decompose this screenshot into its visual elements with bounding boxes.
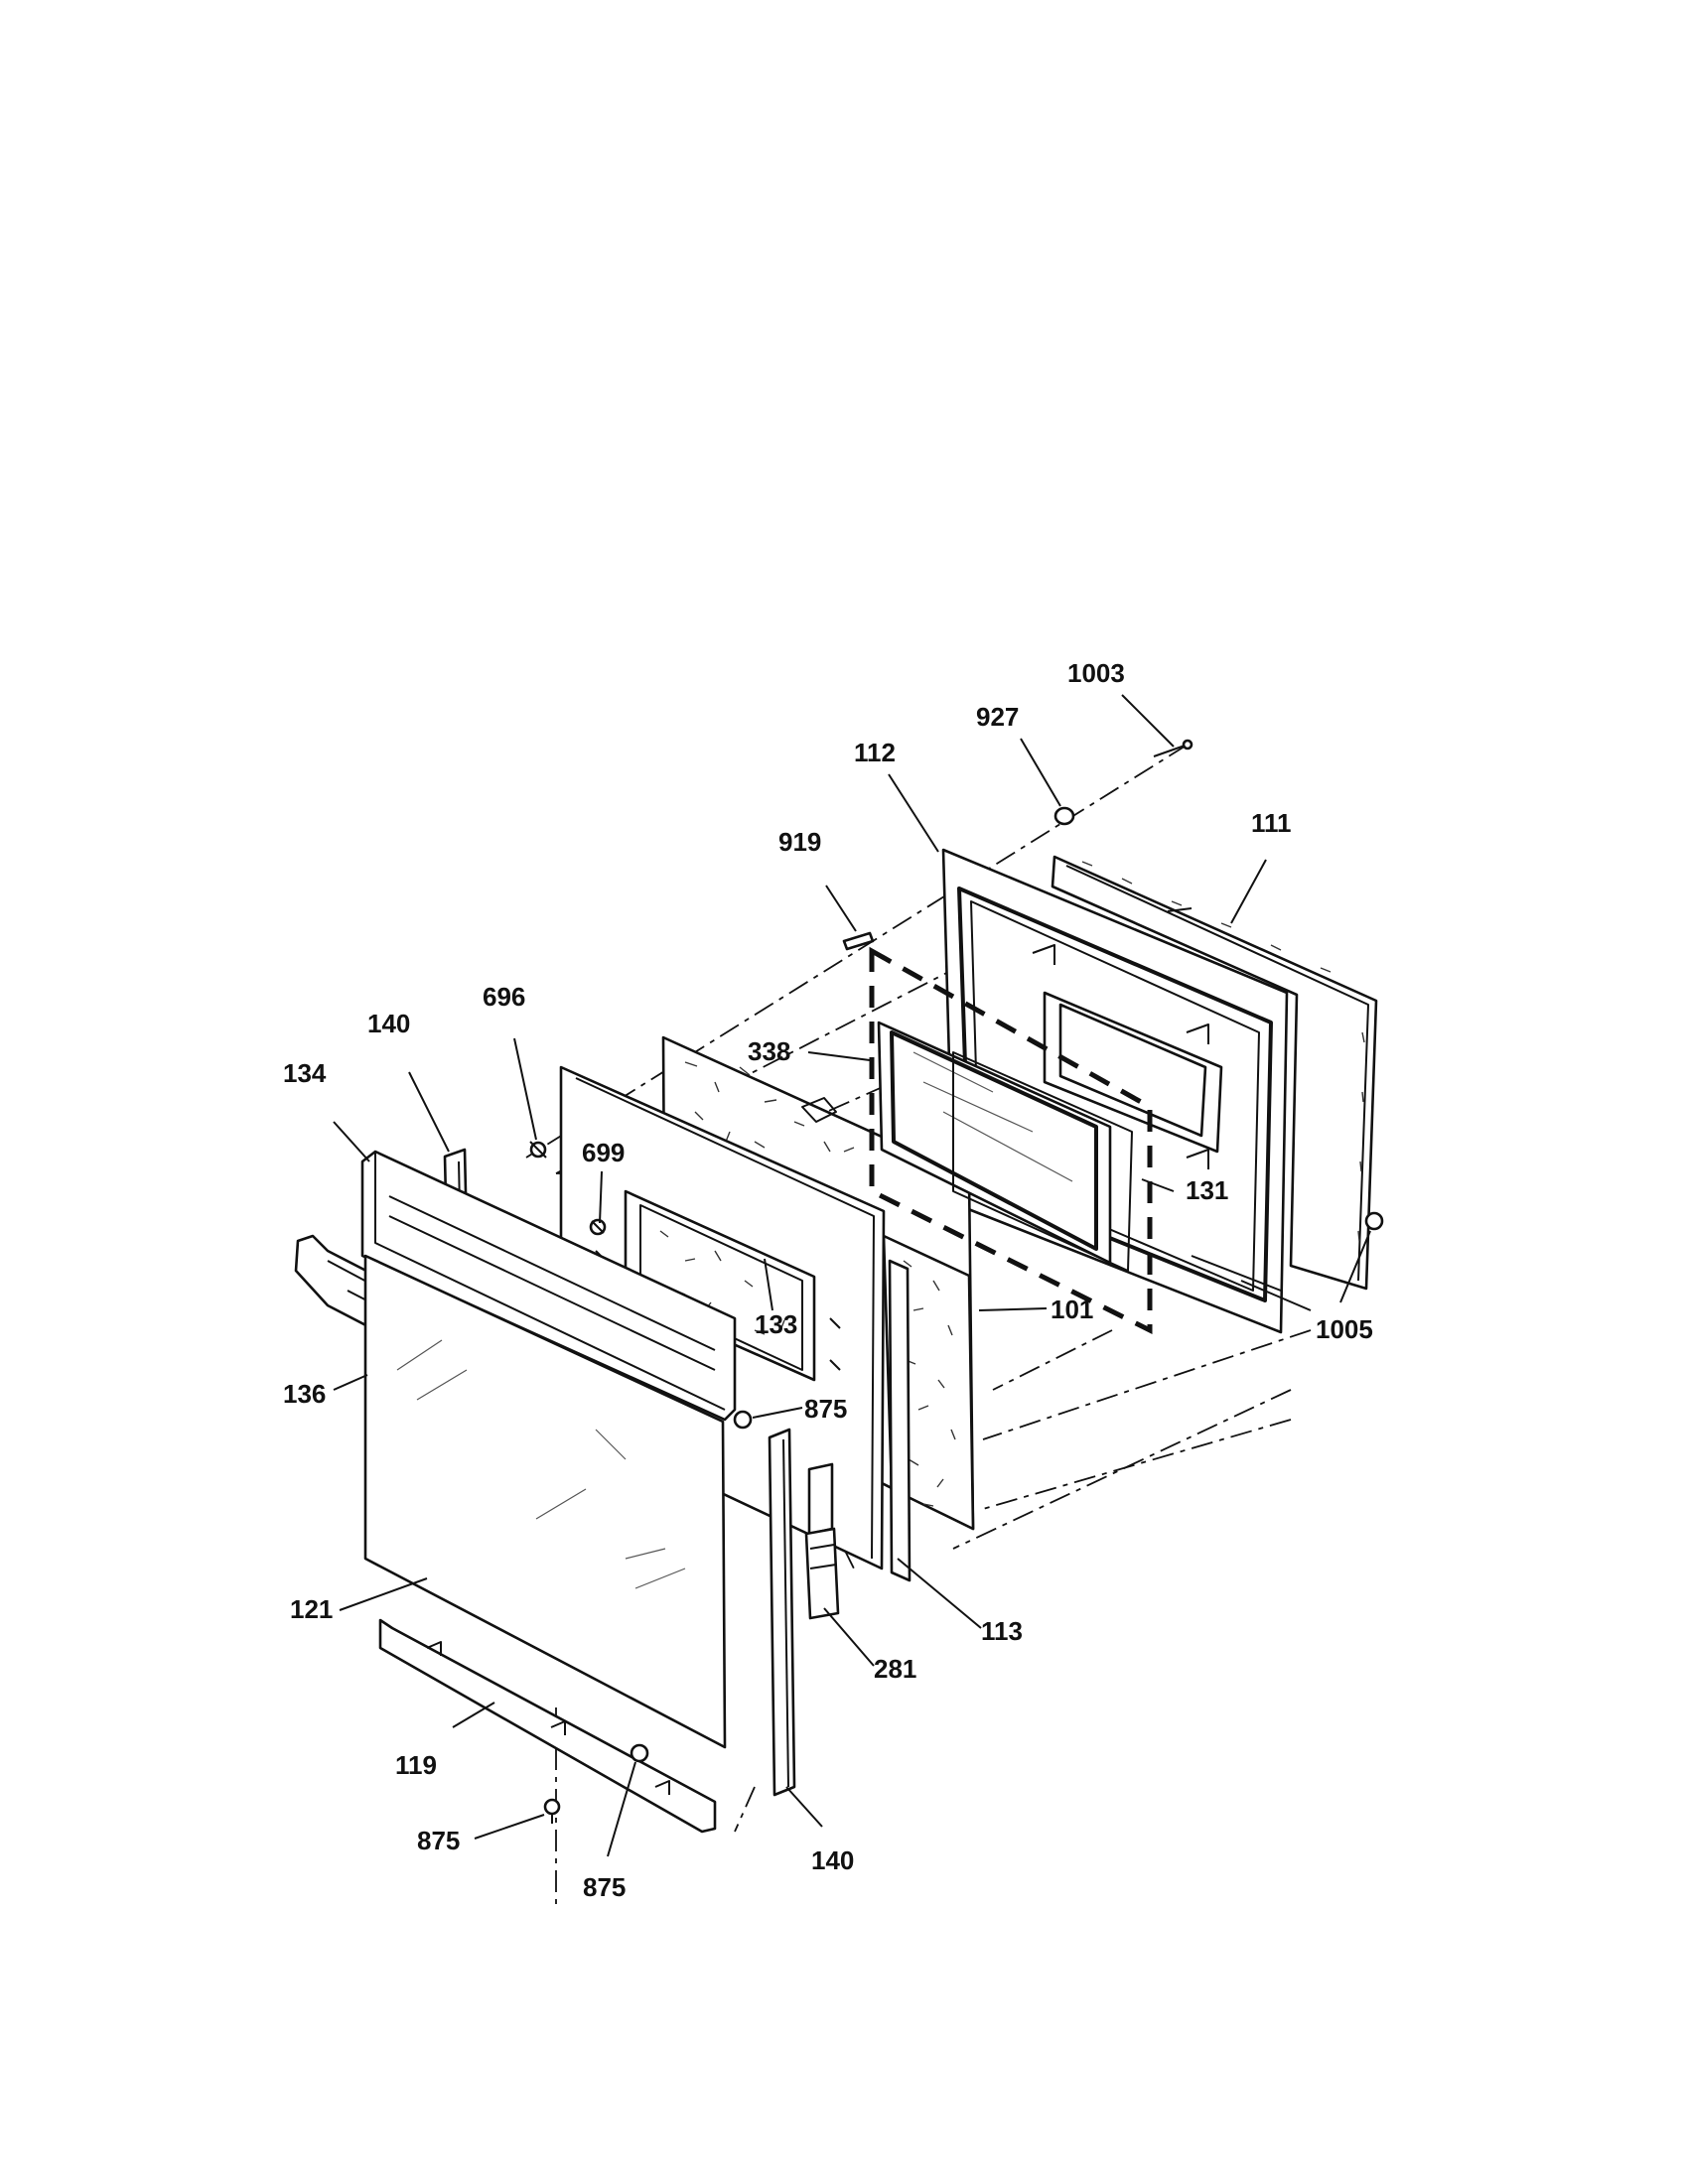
callout-919: 919 xyxy=(778,827,821,857)
outer-door-liner xyxy=(1051,855,1378,1291)
callout-112: 112 xyxy=(854,738,896,767)
callout-140-upper: 140 xyxy=(367,1009,410,1038)
callout-labels: 1003 927 112 111 919 696 140 134 338 699… xyxy=(283,658,1373,1902)
callout-338: 338 xyxy=(748,1036,790,1066)
callout-119: 119 xyxy=(395,1750,437,1780)
callout-131: 131 xyxy=(1186,1175,1228,1205)
door-trim-strip xyxy=(888,1259,912,1582)
screw-699-icon xyxy=(589,1218,607,1236)
screw-875-right-icon xyxy=(630,1743,649,1763)
washer-927-icon xyxy=(1053,806,1075,826)
screw-875-top-icon xyxy=(733,1410,753,1430)
door-side-channel-right xyxy=(768,1428,796,1797)
vent-trim xyxy=(360,1150,737,1422)
screw-696-icon xyxy=(529,1141,547,1159)
door-hinge xyxy=(804,1462,840,1620)
window-pack xyxy=(869,946,1153,1335)
callout-699: 699 xyxy=(582,1138,625,1167)
callout-140-lower: 140 xyxy=(811,1845,854,1875)
outer-glass-panel xyxy=(363,1254,727,1749)
callout-111: 111 xyxy=(1251,808,1292,838)
callout-927: 927 xyxy=(976,702,1019,732)
screw-1003-icon xyxy=(1153,739,1193,757)
leader-lines xyxy=(333,694,1371,1857)
pin-919-icon xyxy=(842,931,875,951)
fasteners xyxy=(529,739,1384,1824)
callout-281: 281 xyxy=(874,1654,916,1684)
callout-133: 133 xyxy=(755,1309,797,1339)
callout-113: 113 xyxy=(981,1616,1023,1646)
screw-875-left-icon xyxy=(543,1798,561,1824)
callout-1005: 1005 xyxy=(1316,1314,1373,1344)
callout-696: 696 xyxy=(483,982,525,1012)
callout-875-right: 875 xyxy=(583,1872,626,1902)
callout-101: 101 xyxy=(1051,1295,1093,1324)
callout-875-top: 875 xyxy=(804,1394,847,1424)
callout-875-left: 875 xyxy=(417,1826,460,1855)
callout-134: 134 xyxy=(283,1058,327,1088)
callout-121: 121 xyxy=(290,1594,333,1624)
callout-1003: 1003 xyxy=(1067,658,1125,688)
screw-1005-icon xyxy=(1364,1211,1384,1231)
callout-136: 136 xyxy=(283,1379,326,1409)
